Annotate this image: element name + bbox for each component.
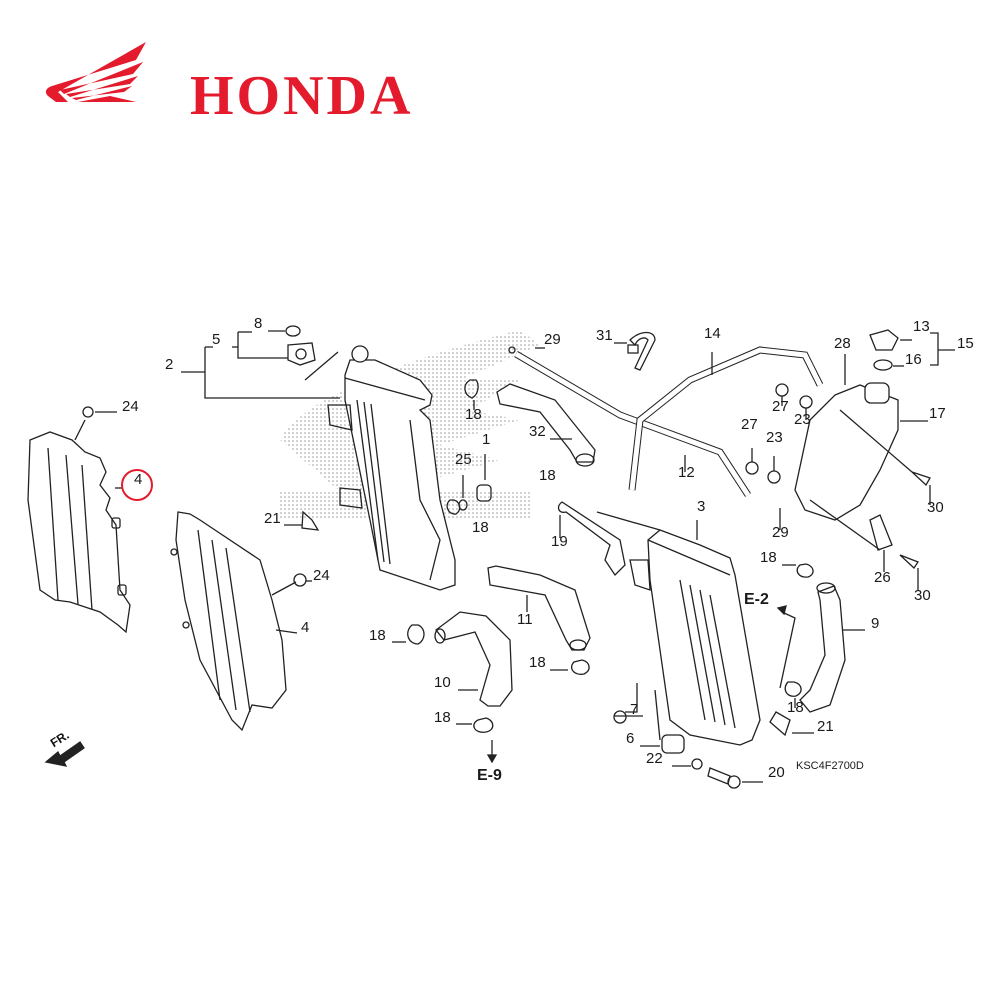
- callout-part-5[interactable]: 5: [212, 331, 221, 348]
- bracket-19: [557, 501, 661, 577]
- callout-part-29[interactable]: 29: [544, 331, 561, 348]
- callout-part-17[interactable]: 17: [929, 405, 946, 422]
- callout-part-3[interactable]: 3: [697, 498, 706, 515]
- callout-part-13[interactable]: 13: [913, 318, 930, 335]
- callout-part-21[interactable]: 21: [264, 510, 281, 527]
- bracket-lines: [181, 325, 340, 399]
- callout-part-18[interactable]: 18: [369, 627, 386, 644]
- callout-part-10[interactable]: 10: [434, 674, 451, 691]
- callout-part-31[interactable]: 31: [596, 327, 613, 344]
- callout-part-18[interactable]: 18: [529, 654, 546, 671]
- hose-11: [487, 565, 591, 651]
- callout-part-8[interactable]: 8: [254, 315, 263, 332]
- clip-31: [614, 331, 656, 371]
- reference-e9[interactable]: E-9: [477, 767, 502, 784]
- callout-part-26[interactable]: 26: [874, 569, 891, 586]
- callout-part-11[interactable]: 11: [517, 611, 533, 628]
- callout-part-30[interactable]: 30: [914, 587, 931, 604]
- callout-part-12[interactable]: 12: [678, 464, 695, 481]
- radiator-shroud-right: [170, 511, 312, 732]
- callout-part-19[interactable]: 19: [551, 533, 568, 550]
- hose-10: [434, 611, 513, 764]
- radiator-shroud-left: [27, 406, 131, 634]
- callout-part-27[interactable]: 27: [772, 398, 789, 415]
- diagram-code: KSC4F2700D: [796, 760, 864, 772]
- callout-part-1[interactable]: 1: [482, 431, 491, 448]
- hose-9: [799, 582, 865, 713]
- callout-part-16[interactable]: 16: [905, 351, 922, 368]
- front-arrow: [44, 741, 85, 767]
- highlight-circle: [121, 469, 153, 501]
- callout-part-18[interactable]: 18: [465, 406, 482, 423]
- callout-part-18[interactable]: 18: [760, 549, 777, 566]
- hose-clamp: [284, 379, 479, 531]
- reserve-tank: [794, 329, 955, 590]
- radiator-left: [327, 345, 456, 591]
- nuts: [745, 383, 813, 530]
- callout-part-32[interactable]: 32: [529, 423, 546, 440]
- callout-part-4[interactable]: 4: [134, 471, 143, 488]
- callout-part-24[interactable]: 24: [122, 398, 139, 415]
- hose-12: [508, 346, 751, 497]
- callout-part-28[interactable]: 28: [834, 335, 851, 352]
- callout-part-25[interactable]: 25: [455, 451, 472, 468]
- callout-part-14[interactable]: 14: [704, 325, 721, 342]
- callout-part-21[interactable]: 21: [817, 718, 834, 735]
- callout-part-2[interactable]: 2: [165, 356, 174, 373]
- callout-part-9[interactable]: 9: [871, 615, 880, 632]
- hose-32: [496, 383, 596, 467]
- callout-part-23[interactable]: 23: [766, 429, 783, 446]
- callout-part-22[interactable]: 22: [646, 750, 663, 767]
- callout-part-29[interactable]: 29: [772, 524, 789, 541]
- callout-part-18[interactable]: 18: [434, 709, 451, 726]
- radiator-right: [625, 520, 761, 746]
- honda-wing-icon: [45, 42, 147, 102]
- callout-part-18[interactable]: 18: [787, 699, 804, 716]
- e2-arrow: [776, 605, 796, 689]
- callout-part-30[interactable]: 30: [927, 499, 944, 516]
- hose-clamps-lower: [392, 563, 814, 737]
- callout-part-15[interactable]: 15: [957, 335, 974, 352]
- callout-part-20[interactable]: 20: [768, 764, 785, 781]
- brand-wordmark: HONDA: [190, 65, 414, 127]
- hose-14: [628, 346, 824, 491]
- callout-part-6[interactable]: 6: [626, 730, 635, 747]
- callout-part-4[interactable]: 4: [301, 619, 310, 636]
- callout-part-18[interactable]: 18: [539, 467, 556, 484]
- mount-hardware: [613, 710, 763, 789]
- callout-part-18[interactable]: 18: [472, 519, 489, 536]
- drain-plug: [458, 454, 492, 511]
- callout-part-23[interactable]: 23: [794, 411, 811, 428]
- reference-e2[interactable]: E-2: [744, 591, 769, 608]
- callout-part-7[interactable]: 7: [630, 701, 639, 718]
- callout-part-27[interactable]: 27: [741, 416, 758, 433]
- callout-part-24[interactable]: 24: [313, 567, 330, 584]
